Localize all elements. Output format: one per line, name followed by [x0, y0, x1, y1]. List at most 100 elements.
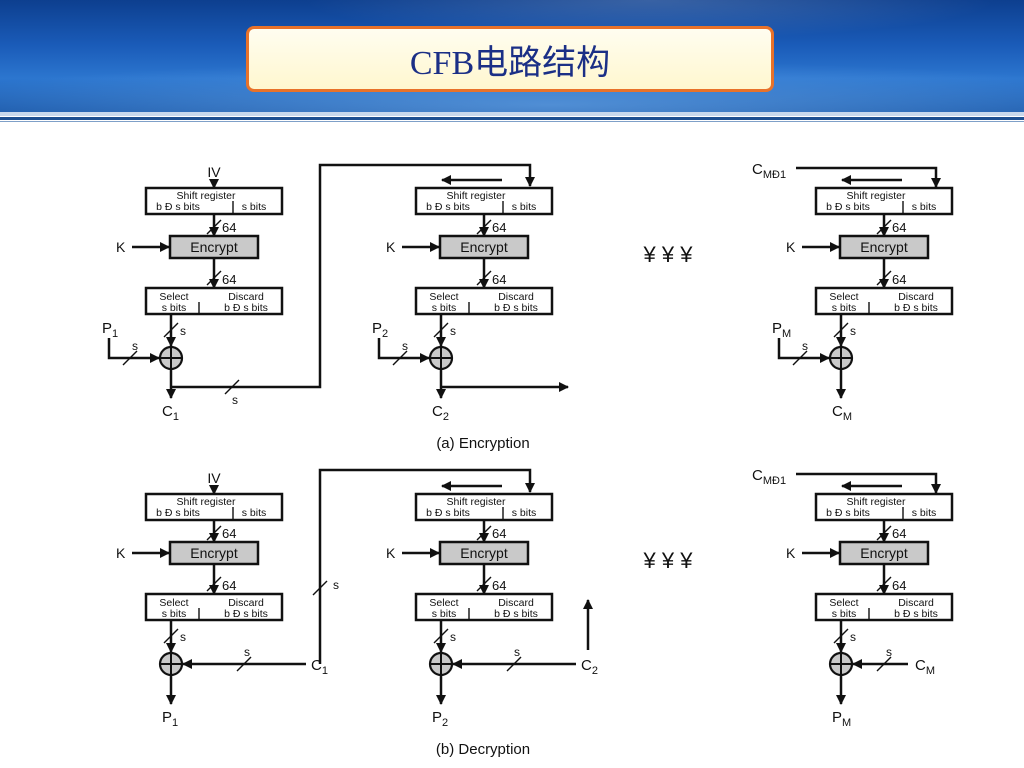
dec-input-label-2: C2 [581, 657, 598, 677]
width-slash [876, 219, 892, 235]
enc-cm1-label: CMÐ1 [752, 161, 786, 181]
enc-input-label-2: P2 [372, 320, 388, 340]
s-slash [163, 628, 179, 644]
width-label: 64 [892, 578, 906, 593]
s-slash [876, 656, 892, 672]
encrypt-label: Encrypt [190, 239, 238, 255]
width-slash [476, 576, 492, 592]
s-slash [122, 350, 138, 366]
plaintext-input-arrow [107, 338, 160, 363]
select-label: Select [159, 291, 188, 303]
width-slash [206, 525, 222, 541]
encrypt-label: Encrypt [190, 545, 238, 561]
width-slash [206, 270, 222, 286]
dec-output-label-3: PM [832, 709, 851, 729]
width-slash [476, 219, 492, 235]
shift-register-box [814, 186, 954, 216]
discard-label: Discard [498, 597, 534, 609]
s-label: s [180, 630, 186, 644]
key-label: K [386, 239, 396, 255]
select-bits-label: s bits [162, 302, 187, 314]
title-box: CFB电路结构 [246, 26, 774, 92]
dec-input-label-3: CM [915, 657, 935, 677]
enc-feedback-c1 [171, 163, 535, 389]
s-label: s [514, 645, 520, 659]
select-label: Select [829, 597, 858, 609]
width-slash [476, 525, 492, 541]
shift-register-left-bits: b Ð s bits [426, 507, 470, 519]
shift-register-label: Shift register [847, 496, 906, 508]
select-bits-label: s bits [832, 302, 857, 314]
width-label: 64 [892, 526, 906, 541]
s-slash [833, 628, 849, 644]
encryption-ellipsis: ¥ ¥ ¥ [643, 242, 694, 267]
discard-label: Discard [228, 597, 264, 609]
width-label: 64 [892, 220, 906, 235]
key-label: K [786, 239, 796, 255]
enc-input-label-3: PM [772, 320, 791, 340]
cm1-feedback-arrow [796, 166, 941, 188]
width-slash [206, 219, 222, 235]
s-slash [163, 322, 179, 338]
shift-register-right-bits: s bits [912, 507, 937, 519]
select-discard-box [814, 592, 954, 622]
s-slash [236, 656, 252, 672]
s-label: s [132, 339, 138, 353]
enc-output-label-2: C2 [432, 403, 449, 423]
select-label: Select [829, 291, 858, 303]
width-slash [476, 270, 492, 286]
plaintext-input-arrow [777, 338, 830, 363]
select-bits-label: s bits [432, 302, 457, 314]
feedback-links-layer: ss [171, 163, 593, 664]
select-discard-box [144, 592, 284, 622]
s-label: s [180, 324, 186, 338]
width-label: 64 [222, 526, 236, 541]
width-slash [876, 270, 892, 286]
s-label: s [450, 324, 456, 338]
width-slash [876, 576, 892, 592]
discard-label: Discard [898, 597, 934, 609]
decryption-ellipsis: ¥ ¥ ¥ [643, 548, 694, 573]
discard-bits-label: b Ð s bits [894, 608, 938, 620]
s-label: s [802, 339, 808, 353]
enc-input-label-1: P1 [102, 320, 118, 340]
s-slash [224, 379, 240, 395]
discard-bits-label: b Ð s bits [894, 302, 938, 314]
shift-register-label: Shift register [177, 190, 236, 202]
header-rule-thin [0, 121, 1024, 122]
s-slash [833, 322, 849, 338]
width-label: 64 [892, 272, 906, 287]
shift-register-left-bits: b Ð s bits [826, 201, 870, 213]
shift-register-label: Shift register [447, 496, 506, 508]
width-label: 64 [222, 578, 236, 593]
shift-register-left-bits: b Ð s bits [156, 201, 200, 213]
shift-register-box [414, 186, 554, 216]
shift-register-label: Shift register [847, 190, 906, 202]
shift-register-right-bits: s bits [242, 507, 267, 519]
encryption-caption: (a) Encryption [436, 435, 529, 452]
select-bits-label: s bits [832, 608, 857, 620]
encrypt-label: Encrypt [860, 545, 908, 561]
discard-bits-label: b Ð s bits [494, 302, 538, 314]
s-label: s [450, 630, 456, 644]
shift-register-left-bits: b Ð s bits [156, 507, 200, 519]
select-discard-box [414, 286, 554, 316]
select-label: Select [429, 597, 458, 609]
select-bits-label: s bits [432, 608, 457, 620]
dec-feedback-c1 [318, 468, 535, 664]
discard-label: Discard [498, 291, 534, 303]
s-slash [433, 322, 449, 338]
discard-bits-label: b Ð s bits [224, 302, 268, 314]
shift-register-box [814, 492, 954, 522]
s-slash [792, 350, 808, 366]
discard-bits-label: b Ð s bits [494, 608, 538, 620]
s-label: s [232, 393, 238, 407]
discard-label: Discard [898, 291, 934, 303]
iv-label: IV [207, 470, 221, 486]
select-discard-box [814, 286, 954, 316]
width-label: 64 [492, 220, 506, 235]
